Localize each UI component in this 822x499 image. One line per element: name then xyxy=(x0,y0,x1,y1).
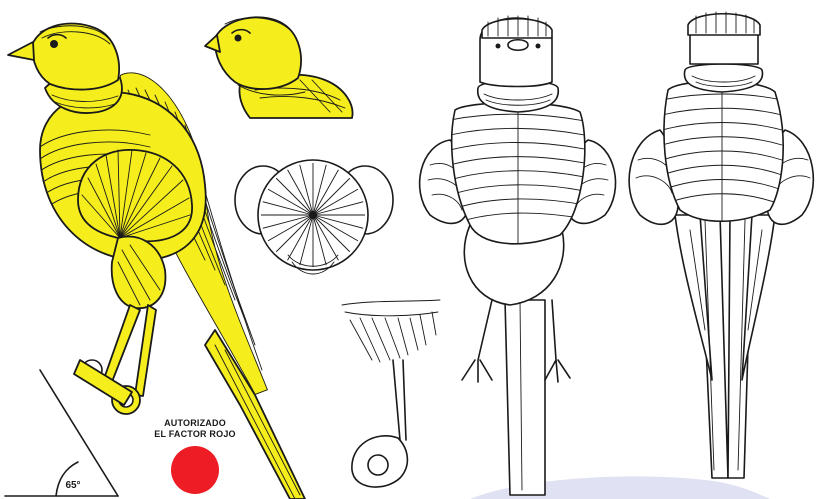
canary-eye xyxy=(50,40,58,48)
canary-head xyxy=(32,23,119,89)
canary-leg-sketch xyxy=(342,300,440,487)
canary-head-detail xyxy=(205,17,353,118)
canary-rosette-detail xyxy=(235,160,393,274)
canary-legs xyxy=(74,305,156,414)
red-factor-dot xyxy=(171,446,219,494)
authorized-label-line1: AUTORIZADO xyxy=(140,418,250,428)
canary-front-view xyxy=(420,16,616,495)
canary-beak xyxy=(8,42,34,60)
canary-back-view xyxy=(629,12,813,478)
angle-label: 65° xyxy=(58,480,88,491)
authorized-label-line2: EL FACTOR ROJO xyxy=(130,429,260,439)
